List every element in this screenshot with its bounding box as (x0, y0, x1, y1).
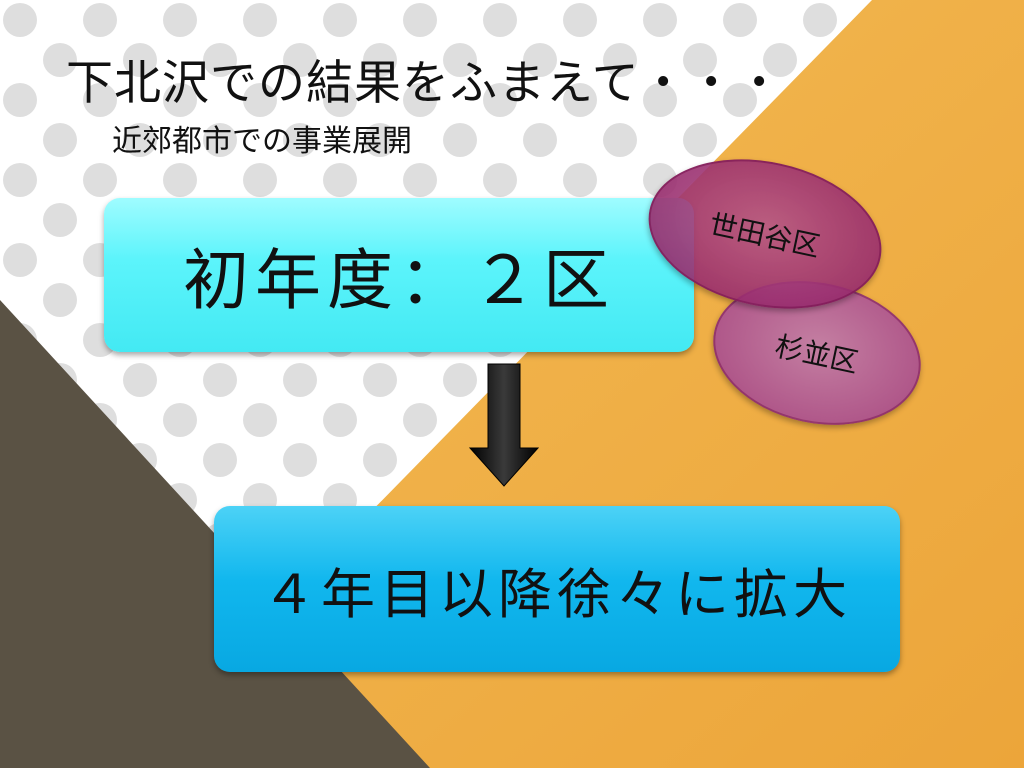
down-arrow-icon (468, 363, 540, 487)
first-year-label: 初年度：２区 (183, 242, 615, 319)
ward-label-suginami: 杉並区 (772, 329, 862, 380)
expansion-box: ４年目以降徐々に拡大 (214, 506, 900, 672)
slide-title: 下北沢での結果をふまえて・・・ (66, 56, 784, 111)
first-year-box: 初年度：２区 (104, 198, 694, 352)
slide-subtitle: 近郊都市での事業展開 (112, 124, 412, 159)
expansion-label: ４年目以降徐々に拡大 (262, 562, 852, 626)
ward-label-setagaya: 世田谷区 (706, 207, 823, 264)
